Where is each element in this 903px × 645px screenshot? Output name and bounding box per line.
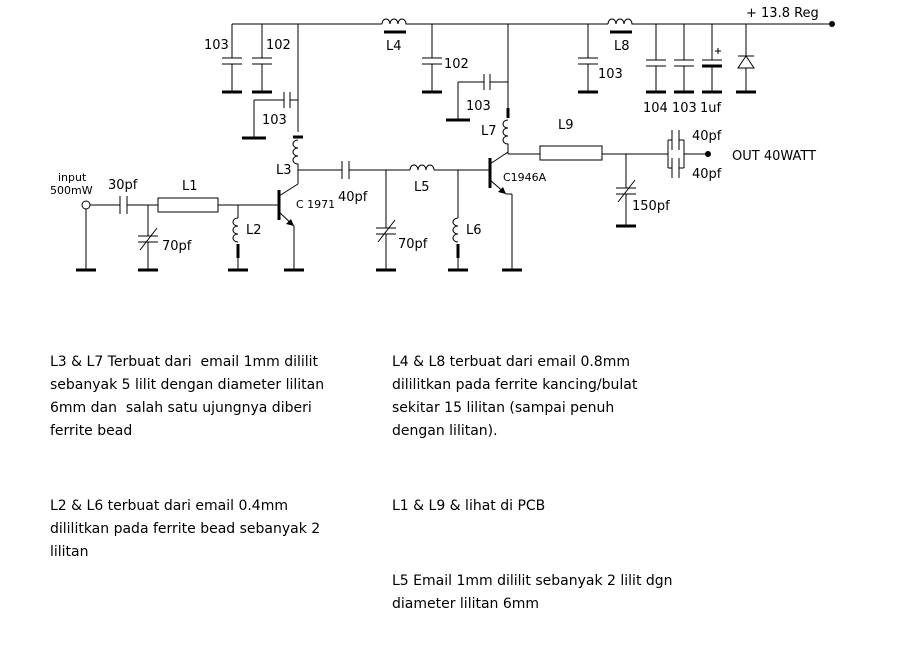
trimmer-vc3: 150pf: [616, 154, 670, 228]
capacitor-103-right: 103: [578, 24, 623, 94]
c-out2-label: 40pf: [692, 167, 722, 182]
input-connector: [81, 200, 91, 210]
vc1-label: 70pf: [162, 239, 192, 254]
notes-left: L3 & L7 Terbuat dari email 1mm dililit s…: [50, 305, 324, 593]
note-l1-l9: L1 & L9 & lihat di PCB: [392, 498, 546, 514]
inductor-l5: L5: [409, 164, 490, 195]
l8-label: L8: [614, 39, 630, 54]
q2-collector-feed: 103: [446, 24, 509, 122]
l7-label: L7: [481, 124, 497, 139]
capacitor-coupling: 40pf: [298, 161, 410, 205]
vc2-label: 70pf: [398, 237, 428, 252]
trimmer-vc2: 70pf: [376, 170, 428, 272]
capacitor-1uf: 1uf: [700, 24, 722, 116]
c-mid-label: 102: [444, 57, 469, 72]
c-base1-label: 103: [262, 113, 287, 128]
inductor-l7: L7: [481, 108, 510, 154]
capacitor-output-pair: 40pf 40pf OUT 40WATT: [667, 129, 816, 182]
input-section: input 500mW 30pf: [50, 171, 158, 272]
l2-label: L2: [246, 223, 262, 238]
inductor-l6: L6: [448, 170, 482, 272]
inductor-l2: L2: [228, 205, 262, 272]
supply-terminal: [829, 21, 835, 27]
supply-rail: + 13.8 Reg: [232, 6, 835, 27]
trimmer-vc1: 70pf: [138, 205, 192, 272]
inductor-l8: L8: [607, 18, 636, 54]
c-top3-label: 103: [598, 67, 623, 82]
c-coup-label: 40pf: [338, 190, 368, 205]
inductor-l1: L1: [157, 179, 278, 213]
l3-label: L3: [276, 163, 292, 178]
l6-label: L6: [466, 223, 482, 238]
inductor-l3: L3: [276, 135, 303, 178]
inductor-l9: L9: [508, 118, 668, 161]
input-label-1: input: [58, 171, 87, 184]
capacitor-104: 104: [643, 24, 668, 116]
l1-label: L1: [182, 179, 198, 194]
transistor-q2: C1946A: [488, 151, 547, 272]
c-top1-label: 103: [204, 38, 229, 53]
input-label-2: 500mW: [50, 184, 93, 197]
c-1uf-label: 1uf: [700, 101, 722, 116]
l4-label: L4: [386, 39, 402, 54]
q2-label: C1946A: [503, 171, 547, 184]
note-l2-l6: L2 & L6 terbuat dari email 0.4mm dililit…: [50, 498, 321, 560]
notes-right: L4 & L8 terbuat dari email 0.8mm dililit…: [392, 305, 673, 645]
q1-label: C 1971: [296, 198, 335, 211]
schematic-diagram: + 13.8 Reg L4 L8 103 102 103: [50, 6, 835, 272]
note-l3-l7: L3 & L7 Terbuat dari email 1mm dililit s…: [50, 354, 325, 439]
vc3-label: 150pf: [632, 199, 670, 214]
output-terminal: [705, 151, 711, 157]
capacitor-103-top-left: 103: [204, 24, 242, 94]
c-104-label: 104: [643, 101, 668, 116]
inductor-l4: L4: [381, 18, 410, 54]
c-in-label: 30pf: [108, 178, 138, 193]
note-l5: L5 Email 1mm dililit sebanyak 2 lilit dg…: [392, 573, 673, 612]
c-out1-label: 40pf: [692, 129, 722, 144]
l5-label: L5: [414, 180, 430, 195]
c-103b-label: 103: [672, 101, 697, 116]
c-top2-label: 102: [266, 38, 291, 53]
l9-label: L9: [558, 118, 574, 133]
capacitor-102-mid: 102: [422, 24, 469, 94]
note-l4-l8: L4 & L8 terbuat dari email 0.8mm dililit…: [392, 354, 638, 439]
zener-diode: [736, 24, 756, 94]
c-base2-label: 103: [466, 99, 491, 114]
supply-label: + 13.8 Reg: [746, 6, 819, 21]
capacitor-102-top-left: 102: [252, 24, 291, 94]
output-label: OUT 40WATT: [732, 149, 816, 164]
q1-collector-feed: 103: [242, 24, 299, 140]
capacitor-103-far-right: 103: [672, 24, 697, 116]
transistor-q1: C 1971: [277, 170, 335, 272]
